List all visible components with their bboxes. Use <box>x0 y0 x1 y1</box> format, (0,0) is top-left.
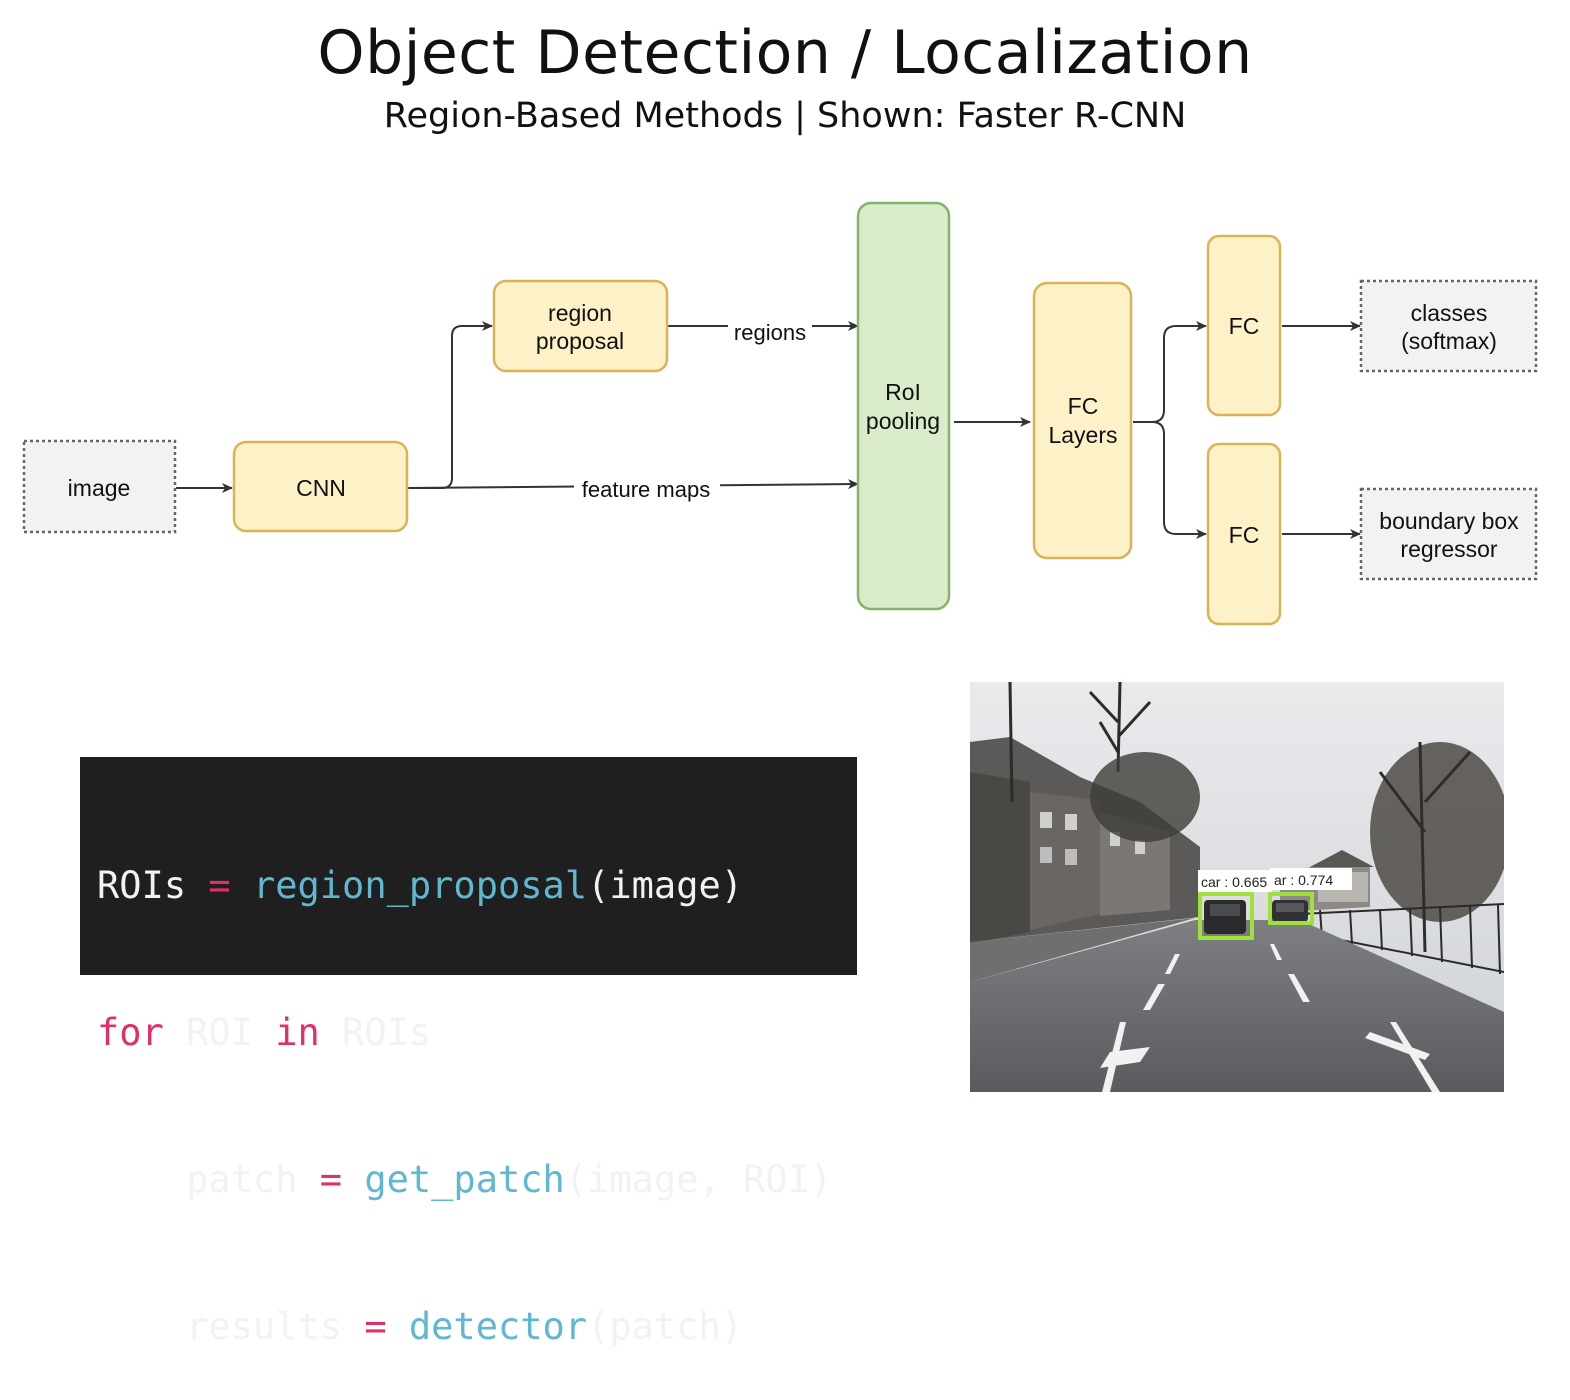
node-classes-label-2: (softmax) <box>1401 328 1497 354</box>
slide-title: Object Detection / Localization <box>317 18 1253 88</box>
detection-label-2: ar : 0.774 <box>1274 872 1333 888</box>
node-fc-layers-label-1: FC <box>1068 393 1099 419</box>
node-fc-top-label: FC <box>1229 313 1260 339</box>
node-fc-top: FC <box>1206 234 1282 417</box>
node-image-label: image <box>68 475 131 501</box>
code-line-4: results = detector(patch) <box>97 1305 744 1348</box>
node-fc-layers-label-2: Layers <box>1048 422 1117 448</box>
node-fc-layers: FC Layers <box>1032 281 1133 560</box>
code-snippet: ROIs = region_proposal(image) for ROI in… <box>80 757 857 1348</box>
node-roi-pooling-label-2: pooling <box>866 408 940 434</box>
node-image: image <box>22 439 177 534</box>
code-line-2: for ROI in ROIs <box>97 1011 432 1054</box>
node-region-proposal-label-2: proposal <box>536 328 624 354</box>
node-bbox-label-2: regressor <box>1400 536 1497 562</box>
node-bbox-label-1: boundary box <box>1379 508 1519 534</box>
edge-fc-layers-fc-bottom <box>1133 421 1207 539</box>
slide-subtitle: Region-Based Methods | Shown: Faster R-C… <box>383 96 1187 136</box>
node-region-proposal-label-1: region <box>548 300 612 326</box>
street-scene: car : 0.665 ar : 0.774 <box>970 682 1504 1092</box>
node-fc-bottom: FC <box>1206 442 1282 626</box>
node-fc-bottom-label: FC <box>1229 522 1260 548</box>
node-cnn: CNN <box>232 440 409 533</box>
detection-label-1: car : 0.665 <box>1201 874 1267 890</box>
code-line-3: patch = get_patch(image, ROI) <box>97 1158 833 1201</box>
edge-cnn-region-proposal <box>408 321 493 489</box>
node-classes-label-1: classes <box>1411 300 1488 326</box>
node-bbox-regressor: boundary box regressor <box>1359 487 1538 581</box>
code-line-1: ROIs = region_proposal(image) <box>97 864 744 907</box>
edge-fc-layers-fc-top <box>1133 321 1207 423</box>
node-cnn-label: CNN <box>296 475 346 501</box>
node-roi-pooling: RoI pooling <box>856 201 951 611</box>
node-region-proposal: region proposal <box>492 279 669 373</box>
edge-label-regions: regions <box>734 320 806 345</box>
faster-rcnn-diagram: regions feature maps image CNN region pr… <box>22 201 1538 626</box>
node-roi-pooling-label-1: RoI <box>885 379 921 405</box>
edge-label-feature-maps: feature maps <box>582 477 710 502</box>
detection-example-photo: car : 0.665 ar : 0.774 <box>970 682 1504 1092</box>
node-classes: classes (softmax) <box>1359 279 1538 373</box>
